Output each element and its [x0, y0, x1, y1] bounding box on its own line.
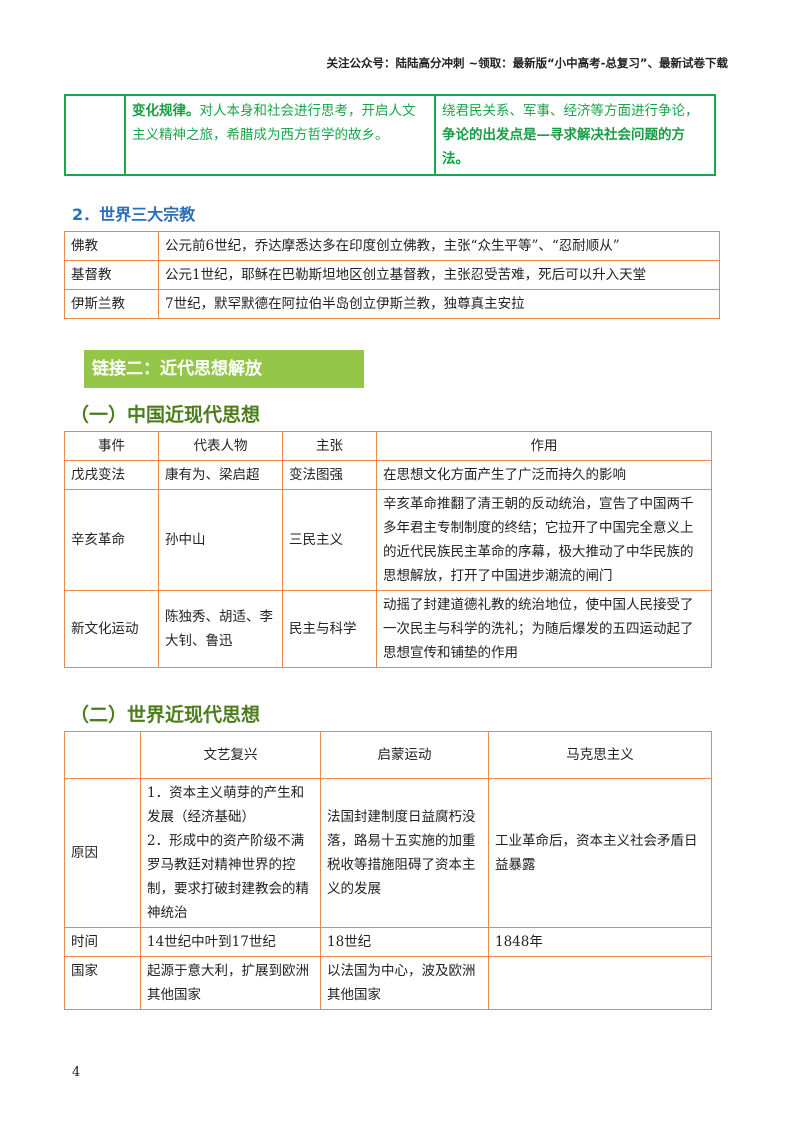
table-row: 变化规律。对人本身和社会进行思考，开启人文主义精神之旅，希腊成为西方哲学的故乡。…: [64, 94, 716, 176]
china-thought-table: 事件 代表人物 主张 作用 戊戌变法 康有为、梁启超 变法图强 在思想文化方面产…: [64, 431, 712, 668]
table-row: 国家 起源于意大利，扩展到欧洲其他国家 以法国为中心，波及欧洲其他国家: [64, 956, 712, 1010]
header-note: 关注公众号：陆陆高分冲刺 ~领取：最新版“小中高考-总复习”、最新试卷下载: [326, 56, 728, 70]
table-header-row: 事件 代表人物 主张 作用: [64, 431, 712, 461]
religion-name: 伊斯兰教: [64, 289, 159, 319]
world-thought-table: 文艺复兴 启蒙运动 马克思主义 原因 1．资本主义萌芽的产生和发展（经济基础） …: [64, 731, 712, 1010]
religion-desc: 公元前6世纪，乔达摩悉达多在印度创立佛教，主张“众生平等”、“忍耐顺从”: [158, 231, 720, 261]
bold-text: 争论的出发点是—寻求解决社会问题的方法。: [442, 127, 685, 167]
table-row: 时间 14世纪中叶到17世纪 18世纪 1848年: [64, 927, 712, 957]
column-header: 事件: [64, 431, 159, 461]
renaissance-cell: 1．资本主义萌芽的产生和发展（经济基础） 2．形成中的资产阶级不满罗马教廷对精神…: [140, 778, 321, 928]
enlightenment-cell: 以法国为中心，波及欧洲其他国家: [320, 956, 489, 1010]
body-text: 对人本身和社会进行思考，开启人文主义精神之旅，希腊成为西方哲学的故乡。: [132, 103, 416, 143]
column-header: [64, 731, 141, 779]
religion-desc: 7世纪，默罕默德在阿拉伯半岛创立伊斯兰教，独尊真主安拉: [158, 289, 720, 319]
heading-china-thought: （一）中国近现代思想: [70, 404, 261, 426]
idea-cell: 三民主义: [282, 489, 377, 591]
table-cell: 绕君民关系、军事、经济等方面进行争论， 争论的出发点是—寻求解决社会问题的方法。: [434, 94, 716, 176]
body-text: 绕君民关系、军事、经济等方面进行争论，: [442, 103, 699, 119]
renaissance-cell: 起源于意大利，扩展到欧洲其他国家: [140, 956, 321, 1010]
row-label: 时间: [64, 927, 141, 957]
event-cell: 新文化运动: [64, 590, 159, 668]
enlightenment-cell: 18世纪: [320, 927, 489, 957]
table-row: 新文化运动 陈独秀、胡适、李大钊、鲁迅 民主与科学 动摇了封建道德礼教的统治地位…: [64, 590, 712, 668]
row-label: 原因: [64, 778, 141, 928]
religion-name: 佛教: [64, 231, 159, 261]
table-row: 佛教 公元前6世纪，乔达摩悉达多在印度创立佛教，主张“众生平等”、“忍耐顺从”: [64, 231, 720, 261]
idea-cell: 民主与科学: [282, 590, 377, 668]
event-cell: 辛亥革命: [64, 489, 159, 591]
column-header: 代表人物: [158, 431, 283, 461]
event-cell: 戊戌变法: [64, 460, 159, 490]
effect-cell: 动摇了封建道德礼教的统治地位，使中国人民接受了一次民主与科学的洗礼；为随后爆发的…: [376, 590, 712, 668]
bold-text: 变化规律。: [132, 103, 200, 119]
column-header: 文艺复兴: [140, 731, 321, 779]
column-header: 马克思主义: [488, 731, 712, 779]
idea-cell: 变法图强: [282, 460, 377, 490]
table-cell-empty: [64, 94, 126, 176]
religion-desc: 公元1世纪，耶稣在巴勒斯坦地区创立基督教，主张忍受苦难，死后可以升入天堂: [158, 260, 720, 290]
table-row: 伊斯兰教 7世纪，默罕默德在阿拉伯半岛创立伊斯兰教，独尊真主安拉: [64, 289, 720, 319]
column-header: 启蒙运动: [320, 731, 489, 779]
link-banner: 链接二：近代思想解放: [84, 350, 364, 388]
table-header-row: 文艺复兴 启蒙运动 马克思主义: [64, 731, 712, 779]
people-cell: 孙中山: [158, 489, 283, 591]
marxism-cell: 工业革命后，资本主义社会矛盾日益暴露: [488, 778, 712, 928]
renaissance-cell: 14世纪中叶到17世纪: [140, 927, 321, 957]
table-row: 原因 1．资本主义萌芽的产生和发展（经济基础） 2．形成中的资产阶级不满罗马教廷…: [64, 778, 712, 928]
table-row: 戊戌变法 康有为、梁启超 变法图强 在思想文化方面产生了广泛而持久的影响: [64, 460, 712, 490]
row-label: 国家: [64, 956, 141, 1010]
table-row: 基督教 公元1世纪，耶稣在巴勒斯坦地区创立基督教，主张忍受苦难，死后可以升入天堂: [64, 260, 720, 290]
effect-cell: 在思想文化方面产生了广泛而持久的影响: [376, 460, 712, 490]
people-cell: 康有为、梁启超: [158, 460, 283, 490]
religion-table: 佛教 公元前6世纪，乔达摩悉达多在印度创立佛教，主张“众生平等”、“忍耐顺从” …: [64, 231, 720, 319]
heading-world-thought: （二）世界近现代思想: [70, 704, 261, 726]
enlightenment-cell: 法国封建制度日益腐朽没落，路易十五实施的加重税收等措施阻碍了资本主义的发展: [320, 778, 489, 928]
section-title-religions: 2．世界三大宗教: [72, 205, 196, 224]
marxism-cell: [488, 956, 712, 1010]
religion-name: 基督教: [64, 260, 159, 290]
table-cell: 变化规律。对人本身和社会进行思考，开启人文主义精神之旅，希腊成为西方哲学的故乡。: [124, 94, 436, 176]
column-header: 作用: [376, 431, 712, 461]
table-row: 辛亥革命 孙中山 三民主义 辛亥革命推翻了清王朝的反动统治，宣告了中国两千多年君…: [64, 489, 712, 591]
column-header: 主张: [282, 431, 377, 461]
effect-cell: 辛亥革命推翻了清王朝的反动统治，宣告了中国两千多年君主专制制度的终结；它拉开了中…: [376, 489, 712, 591]
marxism-cell: 1848年: [488, 927, 712, 957]
page-number: 4: [72, 1065, 81, 1080]
people-cell: 陈独秀、胡适、李大钊、鲁迅: [158, 590, 283, 668]
philosophy-table: 变化规律。对人本身和社会进行思考，开启人文主义精神之旅，希腊成为西方哲学的故乡。…: [64, 94, 716, 176]
